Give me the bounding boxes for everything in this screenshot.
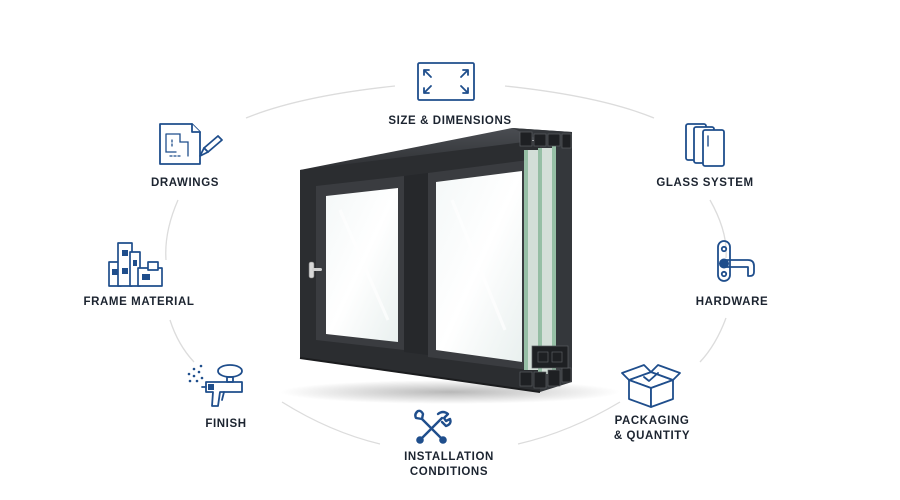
window-shadow [280, 380, 620, 404]
label-frame-material: FRAME MATERIAL [83, 296, 195, 308]
label-packaging-line1: PACKAGING [614, 415, 690, 427]
label-packaging-quantity: PACKAGING & QUANTITY [590, 414, 714, 444]
open-box-icon [620, 362, 682, 408]
label-glass-system: GLASS SYSTEM [656, 177, 754, 189]
label-drawings: DRAWINGS [150, 177, 220, 189]
glass-panes-icon [684, 122, 728, 168]
dimensions-frame-icon [417, 62, 477, 102]
drawing-pencil-icon [158, 122, 224, 168]
label-size-dimensions: SIZE & DIMENSIONS [388, 115, 512, 127]
label-hardware: HARDWARE [695, 296, 769, 308]
window-handle-icon [712, 240, 758, 284]
label-installation-line1: INSTALLATION [404, 451, 494, 463]
label-installation-conditions: INSTALLATION CONDITIONS [374, 450, 524, 480]
label-installation-line2: CONDITIONS [409, 466, 489, 478]
profile-sections-icon [108, 240, 164, 288]
label-finish: FINISH [205, 418, 247, 430]
label-packaging-line2: & QUANTITY [613, 430, 691, 442]
crossed-tools-icon [412, 408, 452, 448]
spray-gun-icon [186, 362, 248, 410]
